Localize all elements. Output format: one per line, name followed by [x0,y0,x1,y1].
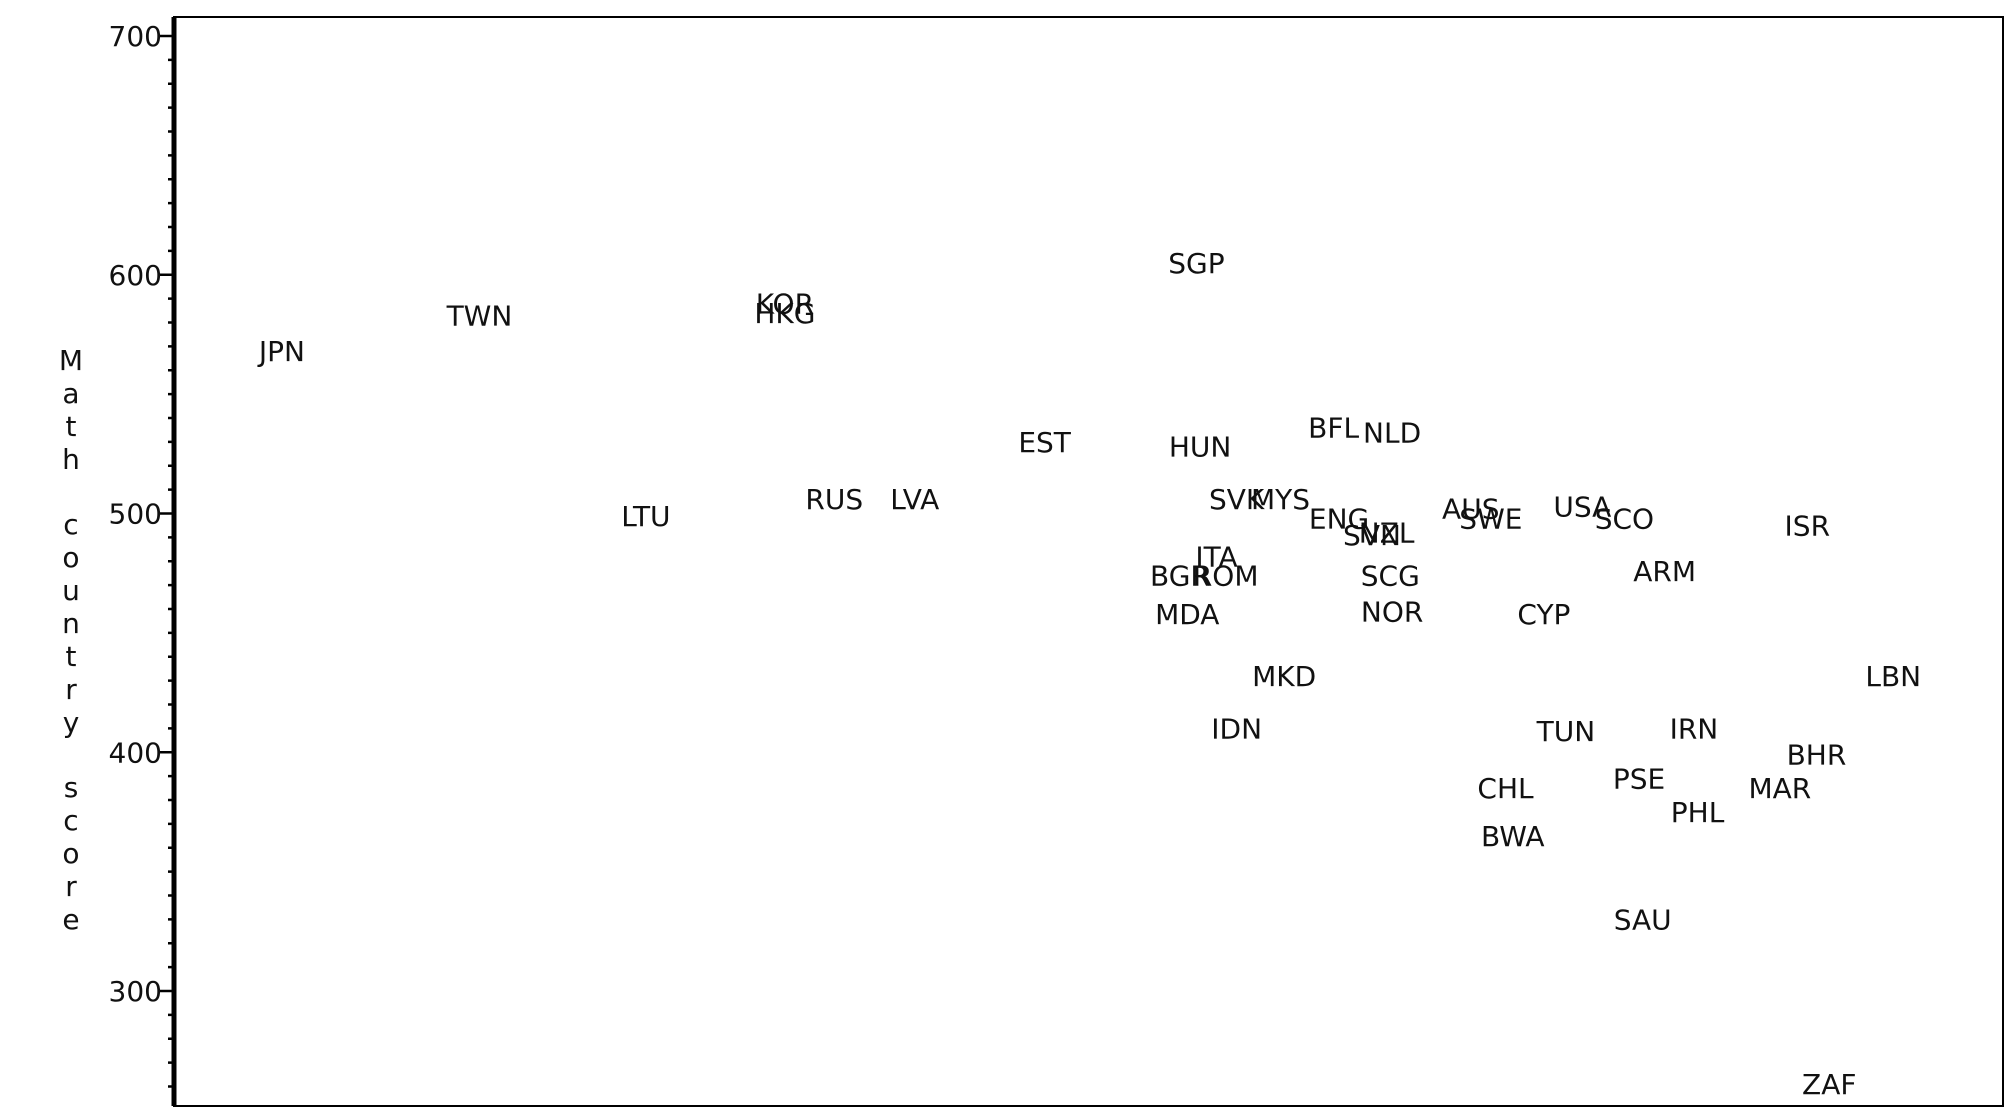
point-label-rus: RUS [805,483,863,516]
y-tick-label: 400 [109,736,162,769]
point-label-usa: USA [1553,490,1611,523]
point-label-lva: LVA [890,483,939,516]
point-label-svk: SVK [1209,483,1265,516]
point-label-hkg: HKG [754,297,815,330]
point-label-pse: PSE [1613,763,1665,796]
point-label-hun: HUN [1169,431,1232,464]
point-label-ltu: LTU [621,500,670,533]
point-label-eng: ENG [1309,502,1369,535]
point-label-swe: SWE [1459,502,1522,535]
point-label-lbn: LBN [1865,660,1921,693]
point-label-est: EST [1018,426,1071,459]
point-label-irn: IRN [1670,712,1719,745]
point-label-arm: ARM [1633,555,1696,588]
point-label-aus: AUS [1442,493,1499,526]
point-label-mda: MDA [1155,598,1219,631]
point-label-nor: NOR [1361,595,1423,628]
point-label-sau: SAU [1614,903,1672,936]
point-label-jpn: JPN [257,335,305,368]
point-label-idn: IDN [1211,712,1262,745]
point-label-scg: SCG [1361,560,1420,593]
point-label-mar: MAR [1748,772,1811,805]
y-tick-label: 600 [109,259,162,292]
point-label-phl: PHL [1671,796,1725,829]
y-tick-label: 700 [109,20,162,53]
point-label-bhr: BHR [1787,739,1847,772]
point-label-svn: SVN [1343,519,1401,552]
y-axis-ticks: 300 400 500 600 700 [109,20,174,1088]
y-tick-label: 300 [109,975,162,1008]
point-label-kor: KOR [756,287,814,320]
point-label-bwa: BWA [1481,820,1545,853]
point-label-ita: ITA [1195,540,1237,573]
point-label-sgp: SGP [1168,247,1224,280]
point-label-mys: MYS [1251,483,1310,516]
point-label-nld: NLD [1363,416,1421,449]
point-label-zaf: ZAF [1802,1068,1856,1101]
y-tick-label: 500 [109,498,162,531]
point-label-cyp: CYP [1517,598,1570,631]
point-label-sco: SCO [1595,502,1654,535]
point-label-nzl: NZL [1359,517,1415,550]
point-label-tun: TUN [1536,715,1596,748]
point-label-bgr: BGR [1150,560,1210,593]
point-label-mkd: MKD [1252,660,1316,693]
point-label-isr: ISR [1785,509,1831,542]
point-label-twn: TWN [446,299,513,332]
plot-frame [173,16,2004,1107]
point-label-chl: CHL [1477,772,1534,805]
point-label-bfl: BFL [1308,412,1359,445]
point-label-rom: ROM [1193,560,1259,593]
